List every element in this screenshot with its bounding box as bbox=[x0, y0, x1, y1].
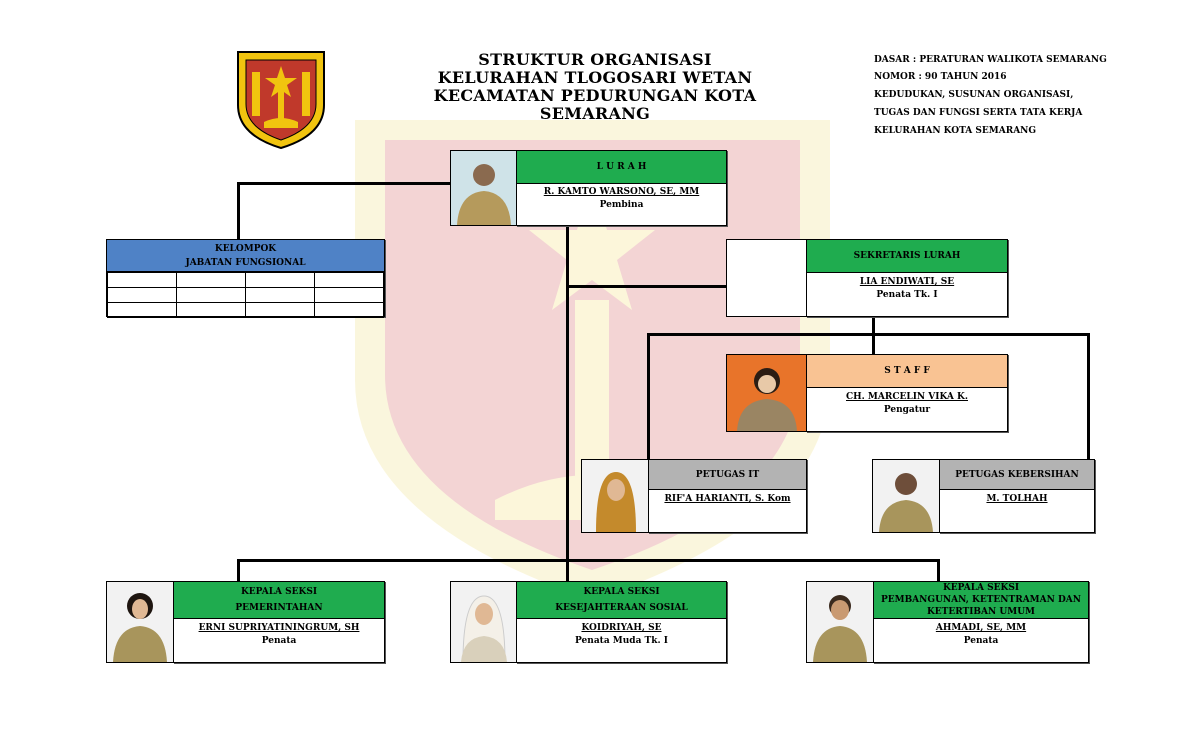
staff-name: CH. MARCELIN VIKA K. bbox=[845, 392, 968, 402]
kasi-kesejahteraan-rank: Penata Muda Tk. I bbox=[575, 636, 668, 646]
person-photo-icon bbox=[596, 472, 636, 532]
sekretaris-photo-empty bbox=[726, 239, 808, 317]
petugas-it-name: RIF'A HARIANTI, S. Kom bbox=[664, 494, 791, 504]
kasi-kesejahteraan-box: KEPALA SEKSI KESEJAHTERAAN SOSIAL KOIDRI… bbox=[516, 581, 727, 663]
kasi-kesejahteraan-title-line2: KESEJAHTERAAN SOSIAL bbox=[555, 603, 688, 613]
petugas-kebersihan-title: PETUGAS KEBERSIHAN bbox=[940, 460, 1094, 490]
kelompok-title-line2: JABATAN FUNGSIONAL bbox=[185, 257, 306, 268]
kasi-pembangunan-rank: Penata bbox=[963, 636, 999, 646]
kasi-pemerintahan-photo bbox=[106, 581, 175, 663]
page-title-line3: KECAMATAN PEDURUNGAN KOTA SEMARANG bbox=[433, 86, 757, 123]
kasi-pembangunan-name: AHMADI, SE, MM bbox=[935, 623, 1027, 633]
kasi-pembangunan-box: KEPALA SEKSI PEMBANGUNAN, KETENTRAMAN DA… bbox=[873, 581, 1089, 663]
person-photo-icon bbox=[461, 595, 507, 662]
basis-line: KEDUDUKAN, SUSUNAN ORGANISASI, bbox=[874, 90, 1074, 100]
petugas-it-photo bbox=[581, 459, 650, 533]
staff-title: S T A F F bbox=[807, 355, 1007, 388]
fungsional-table bbox=[107, 272, 384, 318]
staff-photo bbox=[726, 354, 808, 432]
kelompok-title-line1: KELOMPOK bbox=[214, 243, 277, 254]
connector-line bbox=[566, 224, 569, 582]
kasi-pemerintahan-title-line1: KEPALA SEKSI bbox=[240, 587, 318, 597]
person-photo-icon bbox=[737, 368, 797, 431]
person-photo-icon bbox=[113, 593, 167, 662]
lurah-name: R. KAMTO WARSONO, SE, MM bbox=[543, 187, 700, 197]
kasi-kesejahteraan-header: KEPALA SEKSI KESEJAHTERAAN SOSIAL bbox=[517, 582, 726, 619]
city-emblem-logo bbox=[237, 51, 325, 150]
petugas-kebersihan-box: PETUGAS KEBERSIHAN M. TOLHAH bbox=[939, 459, 1095, 533]
kasi-pembangunan-title-line2: PEMBANGUNAN, KETENTRAMAN DAN bbox=[880, 595, 1081, 605]
kelompok-header: KELOMPOK JABATAN FUNGSIONAL bbox=[107, 240, 384, 272]
person-photo-icon bbox=[879, 473, 933, 532]
person-photo-icon bbox=[813, 595, 867, 662]
petugas-kebersihan-name: M. TOLHAH bbox=[986, 494, 1048, 504]
connector-line bbox=[237, 182, 240, 240]
connector-line bbox=[1087, 333, 1090, 460]
basis-line: KELURAHAN KOTA SEMARANG bbox=[874, 126, 1037, 136]
lurah-title: L U R A H bbox=[517, 151, 726, 184]
connector-line bbox=[566, 285, 726, 288]
petugas-it-title: PETUGAS IT bbox=[649, 460, 806, 490]
petugas-kebersihan-photo bbox=[872, 459, 941, 533]
sekretaris-lurah-box: SEKRETARIS LURAH LIA ENDIWATI, SE Penata… bbox=[806, 239, 1008, 317]
basis-line: TUGAS DAN FUNGSI SERTA TATA KERJA bbox=[874, 108, 1083, 118]
connector-line bbox=[647, 333, 1090, 336]
connector-line bbox=[647, 333, 650, 460]
kasi-pemerintahan-box: KEPALA SEKSI PEMERINTAHAN ERNI SUPRIYATI… bbox=[173, 581, 385, 663]
basis-line: DASAR : PERATURAN WALIKOTA SEMARANG bbox=[874, 55, 1107, 65]
sekretaris-rank: Penata Tk. I bbox=[876, 290, 938, 300]
person-photo-icon bbox=[457, 164, 511, 225]
kasi-pemerintahan-title-line2: PEMERINTAHAN bbox=[235, 603, 323, 613]
connector-line bbox=[937, 559, 940, 582]
kasi-kesejahteraan-name: KOIDRIYAH, SE bbox=[581, 623, 662, 633]
lurah-box: L U R A H R. KAMTO WARSONO, SE, MM Pembi… bbox=[516, 150, 727, 226]
petugas-it-box: PETUGAS IT RIF'A HARIANTI, S. Kom bbox=[648, 459, 807, 533]
kasi-pemerintahan-header: KEPALA SEKSI PEMERINTAHAN bbox=[174, 582, 384, 619]
kasi-kesejahteraan-photo bbox=[450, 581, 518, 663]
kasi-pembangunan-title-line1: KEPALA SEKSI bbox=[942, 583, 1020, 593]
lurah-rank: Pembina bbox=[599, 200, 644, 210]
lurah-photo bbox=[450, 150, 518, 226]
staff-box: S T A F F CH. MARCELIN VIKA K. Pengatur bbox=[806, 354, 1008, 432]
kasi-pembangunan-title-line3: KETERTIBAN UMUM bbox=[926, 607, 1036, 617]
basis-line: NOMOR : 90 TAHUN 2016 bbox=[874, 72, 1007, 82]
sekretaris-title: SEKRETARIS LURAH bbox=[807, 240, 1007, 273]
sekretaris-name: LIA ENDIWATI, SE bbox=[859, 277, 955, 287]
kasi-pembangunan-header: KEPALA SEKSI PEMBANGUNAN, KETENTRAMAN DA… bbox=[874, 582, 1088, 619]
connector-line bbox=[237, 559, 240, 582]
kasi-kesejahteraan-title-line1: KEPALA SEKSI bbox=[583, 587, 660, 597]
kasi-pemerintahan-name: ERNI SUPRIYATININGRUM, SH bbox=[198, 623, 360, 633]
connector-line bbox=[237, 182, 450, 185]
page-title-line2: KELURAHAN TLOGOSARI WETAN bbox=[437, 68, 753, 87]
staff-rank: Pengatur bbox=[883, 405, 931, 415]
kasi-pemerintahan-rank: Penata bbox=[261, 636, 297, 646]
page-title-line1: STRUKTUR ORGANISASI bbox=[478, 50, 712, 69]
kelompok-jabatan-fungsional-box: KELOMPOK JABATAN FUNGSIONAL bbox=[106, 239, 385, 318]
connector-line bbox=[237, 559, 940, 562]
kasi-pembangunan-photo bbox=[806, 581, 875, 663]
